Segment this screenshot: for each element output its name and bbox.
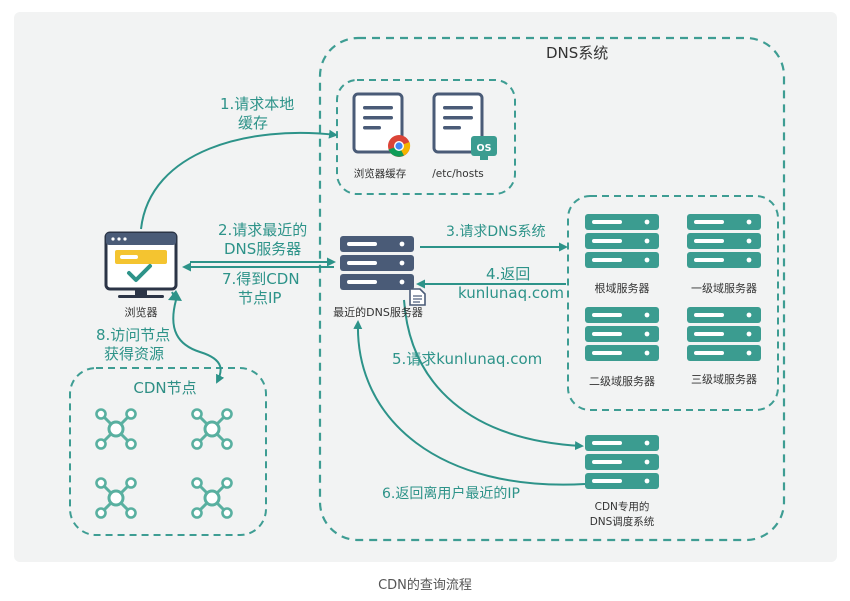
cdn-dns-server-icon bbox=[585, 435, 659, 489]
chrome-icon bbox=[388, 135, 411, 157]
step5-label: 5.请求kunlunaq.com bbox=[392, 350, 542, 368]
figure-caption: CDN的查询流程 bbox=[378, 578, 472, 593]
nearest-dns-server-icon bbox=[340, 236, 414, 290]
arrow-step8-head bbox=[168, 290, 182, 301]
dns-hierarchy-group bbox=[567, 195, 779, 411]
step1-label-line2: 缓存 bbox=[238, 114, 268, 132]
cdn-dns-label-line1: CDN专用的 bbox=[595, 500, 650, 513]
tld-server-label: 一级域服务器 bbox=[691, 282, 757, 295]
etc-hosts-icon: OS bbox=[432, 92, 497, 160]
cdn-nodes-title: CDN节点 bbox=[133, 379, 196, 397]
second-level-server-label: 二级域服务器 bbox=[589, 375, 655, 388]
browser-cache-icon bbox=[352, 92, 411, 157]
step7-label-line2: 节点IP bbox=[238, 289, 281, 307]
third-level-server-icon bbox=[687, 307, 761, 361]
svg-text:OS: OS bbox=[477, 143, 492, 154]
step6-label: 6.返回离用户最近的IP bbox=[382, 485, 520, 502]
step8-label-line1: 8.访问节点 bbox=[96, 326, 170, 344]
dns-system-group bbox=[318, 36, 786, 542]
arrow-step6 bbox=[353, 320, 586, 486]
os-badge-icon: OS bbox=[471, 136, 497, 160]
tld-server-icon bbox=[687, 214, 761, 268]
dns-system-title: DNS系统 bbox=[546, 44, 608, 62]
etc-hosts-label: /etc/hosts bbox=[432, 168, 484, 180]
step4-label-line1: 4.返回 bbox=[486, 265, 530, 283]
nearest-dns-label: 最近的DNS服务器 bbox=[333, 305, 423, 319]
browser-cache-label: 浏览器缓存 bbox=[354, 167, 407, 180]
third-level-server-label: 三级域服务器 bbox=[691, 373, 757, 386]
document-icon bbox=[409, 288, 426, 306]
step8-label-line2: 获得资源 bbox=[104, 345, 164, 363]
step7-label-line1: 7.得到CDN bbox=[222, 270, 300, 288]
step4-label-line2: kunlunaq.com bbox=[458, 284, 564, 302]
step2-label-line2: DNS服务器 bbox=[224, 240, 301, 258]
check-icon bbox=[127, 264, 152, 282]
step3-label: 3.请求DNS系统 bbox=[446, 224, 546, 240]
browser-icon bbox=[104, 231, 178, 298]
arrow-step8 bbox=[172, 299, 225, 384]
step2-label-line1: 2.请求最近的 bbox=[218, 221, 307, 239]
root-server-icon bbox=[585, 214, 659, 268]
cdn-dns-label-line2: DNS调度系统 bbox=[590, 515, 655, 528]
arrow-step5 bbox=[403, 299, 584, 451]
second-level-server-icon bbox=[585, 307, 659, 361]
diagram-panel bbox=[14, 12, 837, 562]
cdn-nodes-group bbox=[69, 367, 267, 536]
browser-label: 浏览器 bbox=[125, 305, 158, 319]
root-server-label: 根域服务器 bbox=[595, 281, 650, 295]
arrow-step1 bbox=[140, 129, 338, 230]
step1-label-line1: 1.请求本地 bbox=[220, 95, 294, 113]
